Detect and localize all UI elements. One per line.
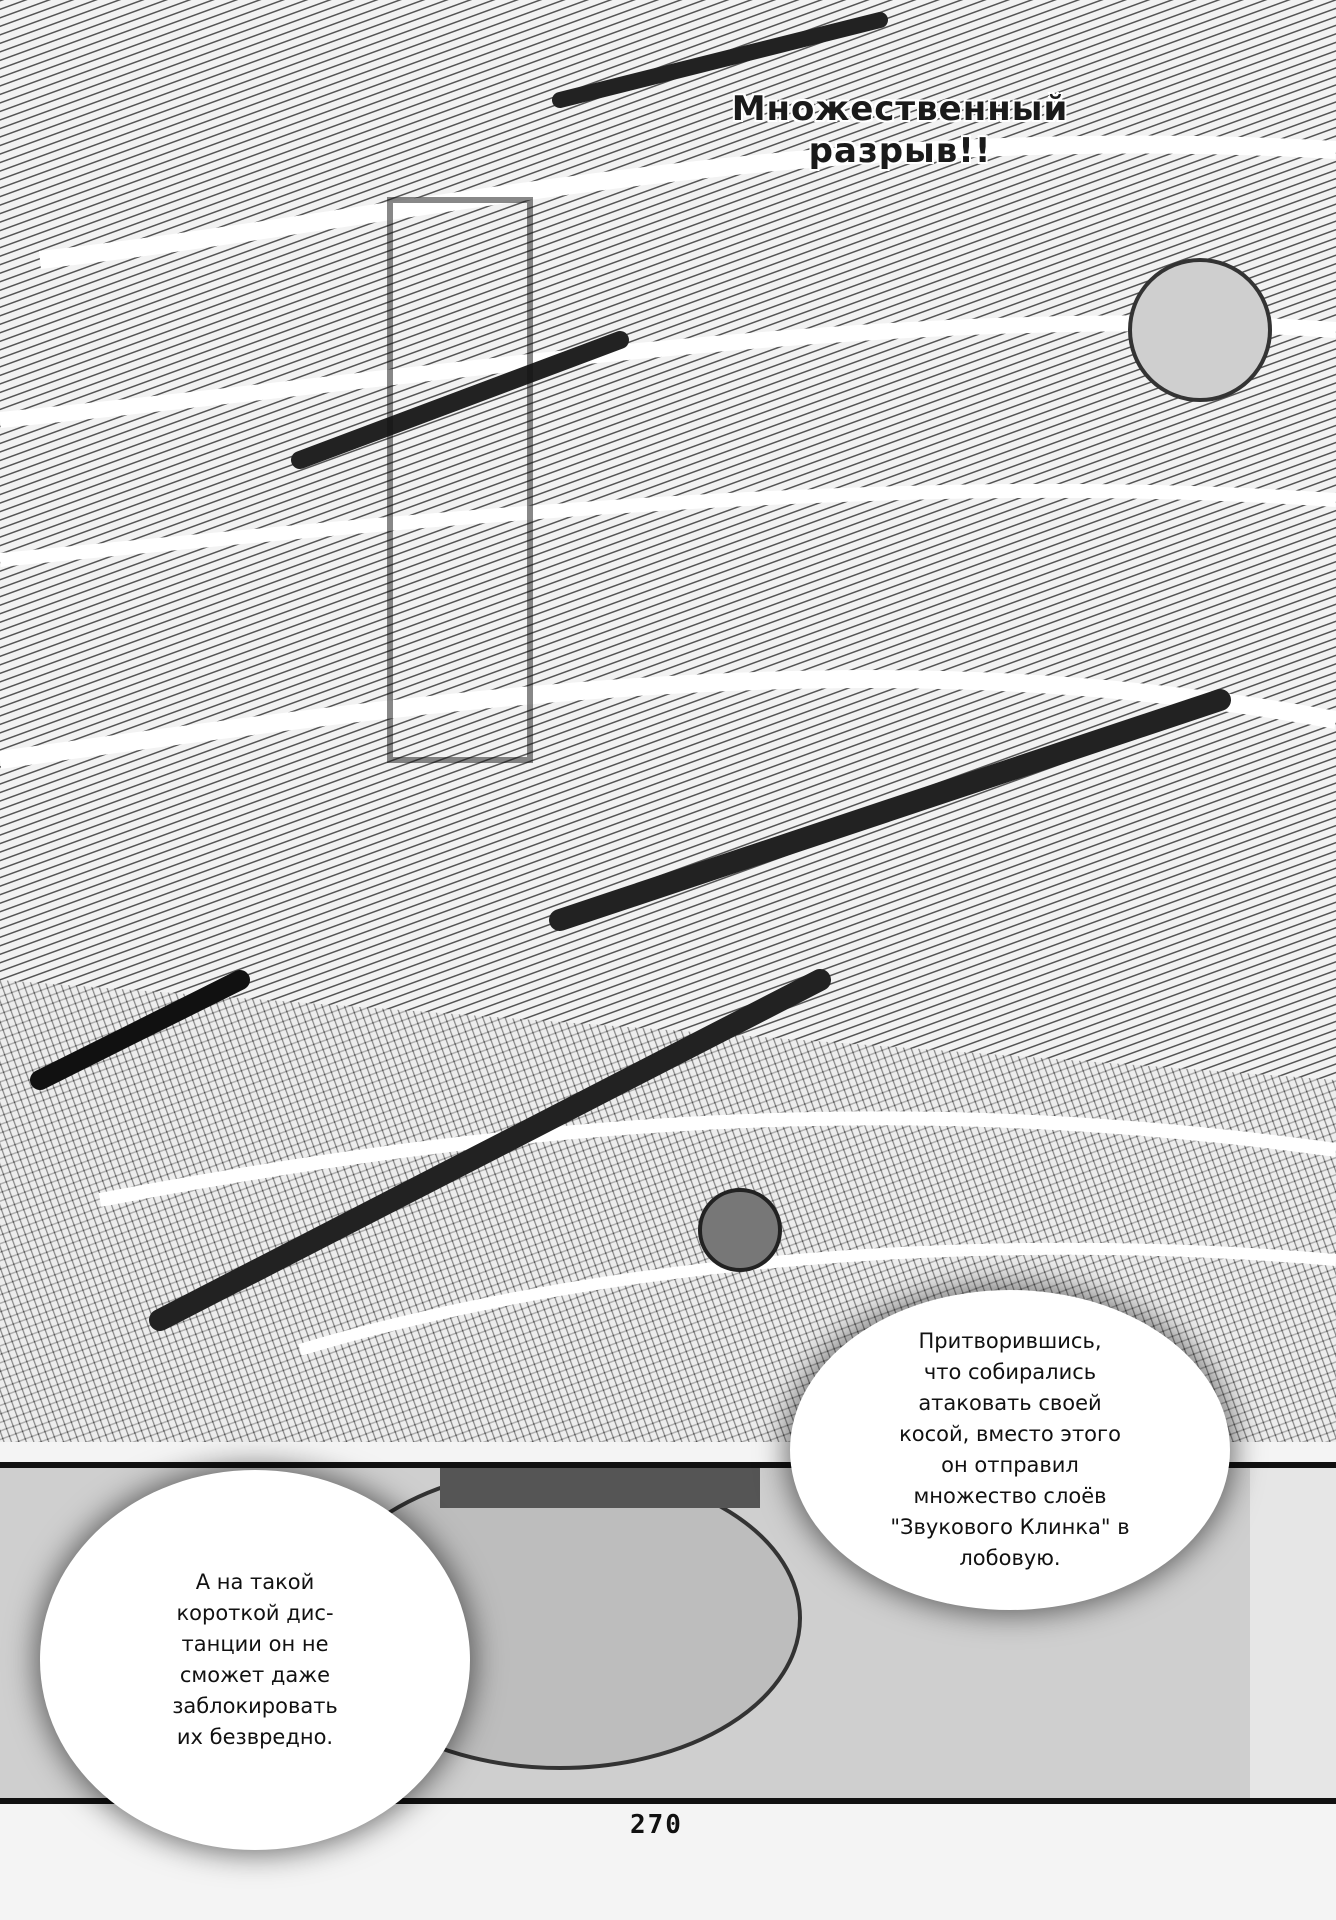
- sfx-glyph-block: [387, 197, 533, 763]
- slash-6: [298, 1242, 1336, 1356]
- sound-blade-dark-5: [552, 12, 888, 108]
- sound-blade-dark-3: [549, 689, 1231, 931]
- technique-caption: Множественный разрыв!!: [731, 89, 1069, 171]
- hero-figure: [698, 1188, 782, 1272]
- page-number: 270: [630, 1810, 683, 1840]
- slash-4: [0, 670, 1336, 769]
- sound-blade-dark-4: [291, 331, 629, 469]
- speech-bubble-right: Притворившись, что собирались атаковать …: [800, 1300, 1220, 1600]
- action-panel: Множественный разрыв!!: [0, 0, 1336, 1442]
- sound-blade-dark-1: [30, 970, 250, 1090]
- slash-1: [39, 135, 1336, 269]
- sound-blade-dark-2: [149, 969, 831, 1331]
- slash-5: [98, 1111, 1336, 1207]
- side-figure: [1250, 1468, 1336, 1798]
- speech-text-right: Притворившись, что собирались атаковать …: [890, 1329, 1130, 1570]
- enemy-figure: [1128, 258, 1272, 402]
- headband: [440, 1468, 760, 1508]
- action-art: [0, 0, 1336, 1442]
- speech-bubble-left: А на такой короткой дис- танции он не см…: [50, 1480, 460, 1840]
- slash-3: [0, 483, 1336, 567]
- speech-text-left: А на такой короткой дис- танции он не см…: [172, 1570, 338, 1749]
